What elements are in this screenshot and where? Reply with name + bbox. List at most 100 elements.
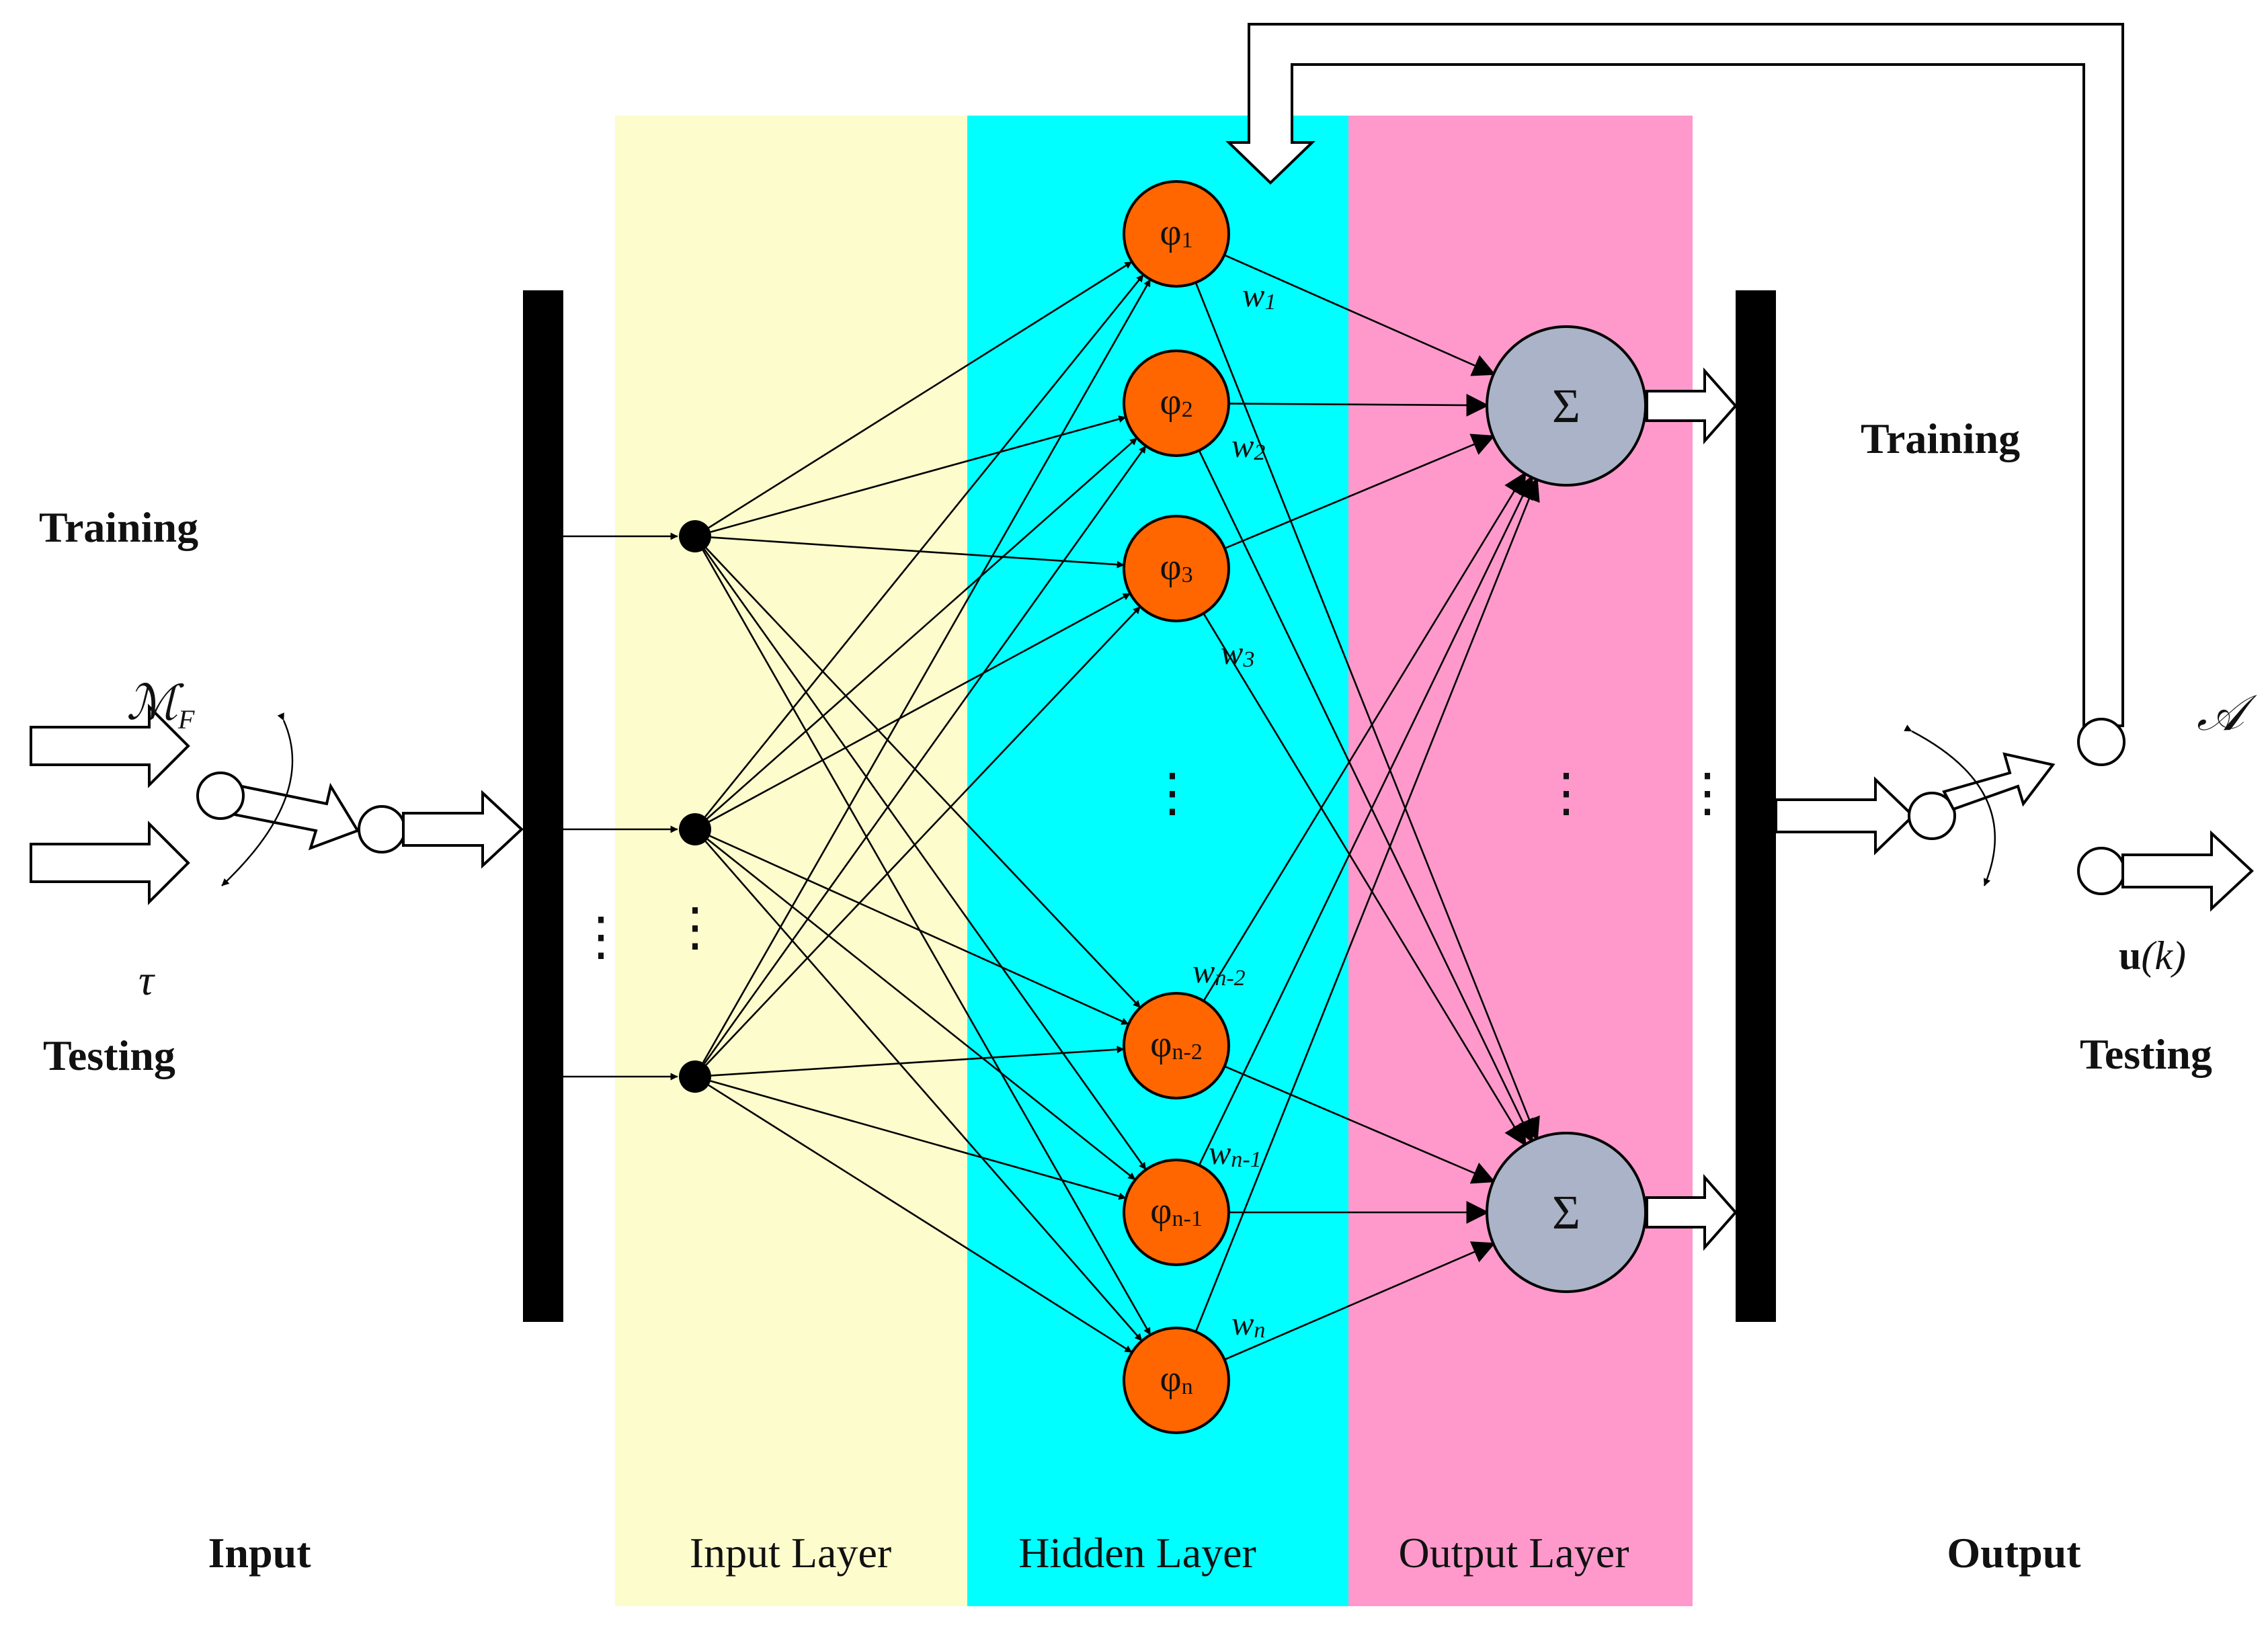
edge-hidden1-sum1 (1223, 254, 1496, 376)
edge-input2-hidden2 (706, 437, 1138, 820)
weight-label-5: wn-1 (1209, 1134, 1262, 1172)
section-label-output-layer: Output Layer (1399, 1529, 1629, 1577)
input-node-1 (679, 520, 711, 552)
output-bus-ellipsis: ⋮ (1681, 763, 1734, 822)
hidden-neuron-3: φ3 (1123, 515, 1230, 622)
edge-hidden5-sum1 (1198, 475, 1533, 1166)
edge-input1-hidden5 (703, 548, 1147, 1171)
sum-symbol-bottom: Σ (1552, 1185, 1580, 1239)
testing-output-arrow (2121, 830, 2254, 912)
output-switch-rotation-indicator (1904, 724, 1996, 886)
sum-symbol-top: Σ (1552, 379, 1580, 433)
hidden-neuron-label: φn (1160, 1358, 1192, 1400)
training-input-arrow (30, 704, 190, 788)
hidden-neuron-label: φn-1 (1150, 1190, 1203, 1232)
input-node-ellipsis: ⋮ (669, 898, 721, 956)
output-selector-switch[interactable] (1904, 724, 2056, 886)
weight-label-2: w2 (1231, 427, 1265, 465)
hidden-neuron-6: φn (1123, 1327, 1230, 1434)
training-output-terminal[interactable] (2077, 718, 2125, 766)
switch-pivot (196, 772, 245, 820)
output-symbol-a: 𝒜 (2197, 686, 2257, 741)
hidden-neuron-circle (1123, 349, 1230, 457)
hidden-neuron-circle (1123, 992, 1230, 1099)
edge-input3-hidden2 (703, 445, 1147, 1065)
input-training-label: Training (39, 503, 198, 551)
output-bus-bar (1736, 290, 1776, 1322)
section-label-hidden-layer: Hidden Layer (1018, 1529, 1256, 1577)
connection-edges (702, 254, 1540, 1361)
sum-bottom-to-bus-arrow (1646, 1173, 1738, 1251)
sum-neuron-bottom: Σ (1486, 1132, 1647, 1293)
edge-hidden6-sum2 (1224, 1241, 1496, 1361)
edge-input1-hidden4 (705, 547, 1141, 1009)
edge-hidden1-sum2 (1194, 282, 1540, 1141)
edge-hidden4-sum2 (1224, 1065, 1496, 1184)
sum-top-to-bus-arrow (1646, 367, 1738, 445)
edge-input2-hidden3 (708, 593, 1131, 823)
weight-label-4: wn-2 (1192, 952, 1246, 991)
weight-label-6: wn (1231, 1304, 1265, 1343)
edge-input1-hidden6 (702, 550, 1151, 1335)
edge-input3-hidden3 (705, 606, 1141, 1066)
edge-hidden2-sum1 (1228, 393, 1490, 417)
edge-input2-hidden5 (706, 838, 1136, 1181)
section-label-output: Output (1947, 1529, 2081, 1577)
edge-hidden3-sum1 (1224, 433, 1496, 550)
input-node-3 (679, 1060, 711, 1093)
hidden-neuron-1: φ1 (1123, 180, 1230, 288)
hidden-neuron-5: φn-1 (1123, 1159, 1230, 1266)
input-junction (358, 805, 406, 853)
hidden-neuron-label: φ3 (1160, 546, 1192, 588)
hidden-neuron-circle (1123, 1159, 1230, 1266)
input-symbol-tau: τ (138, 956, 155, 1004)
hidden-neuron-label: φ1 (1160, 212, 1192, 253)
input-node-2 (679, 813, 711, 845)
edge-hidden6-sum1 (1194, 477, 1540, 1333)
hidden-neuron-2: φ2 (1123, 349, 1230, 457)
hidden-neuron-circle (1123, 1327, 1230, 1434)
edge-input1-hidden3 (711, 536, 1125, 569)
input-bus-bar (523, 290, 563, 1322)
sum-ellipsis: ⋮ (1540, 763, 1592, 822)
edge-hidden4-sum1 (1203, 471, 1527, 1002)
weight-label-3: w3 (1221, 634, 1254, 672)
hidden-neuron-circle (1123, 180, 1230, 288)
hidden-neuron-label: φn-2 (1150, 1024, 1203, 1065)
hidden-neuron-label: φ2 (1160, 381, 1192, 423)
feedback-loop-arrow (1225, 23, 2124, 727)
output-symbol-u: u(k) (2119, 933, 2186, 978)
output-training-label: Training (1861, 415, 2020, 462)
hidden-neuron-4: φn-2 (1123, 992, 1230, 1099)
edge-input3-hidden6 (708, 1084, 1133, 1353)
edge-input1-hidden1 (708, 261, 1133, 529)
hidden-ellipsis: ⋮ (1146, 763, 1199, 822)
switch-rotation-indicator (221, 712, 294, 886)
weight-labels: w1 w2 w3 wn-2 wn-1 wn (1192, 276, 1276, 1343)
weight-label-1: w1 (1242, 276, 1276, 315)
bus-to-output-arrow (1775, 776, 1915, 856)
testing-input-arrow (30, 821, 190, 905)
output-testing-label: Testing (2080, 1030, 2212, 1078)
edge-input2-hidden6 (704, 841, 1143, 1342)
input-testing-label: Testing (43, 1032, 175, 1079)
output-switch-lever-arrow (1942, 752, 2056, 811)
section-label-input: Input (208, 1529, 312, 1577)
edge-input3-hidden4 (711, 1046, 1125, 1077)
sum-neuron-top: Σ (1486, 325, 1647, 487)
edge-hidden2-sum2 (1198, 450, 1533, 1143)
edge-input3-hidden1 (702, 279, 1151, 1063)
testing-output-terminal[interactable] (2077, 847, 2125, 895)
edge-input3-hidden5 (710, 1080, 1127, 1200)
edge-input2-hidden1 (704, 274, 1144, 818)
edge-hidden3-sum2 (1203, 613, 1527, 1147)
input-layer-band (615, 116, 967, 1606)
hidden-neurons: φ1 φ2 φ3 φn-2 φn-1 φn (1123, 180, 1230, 1434)
input-selector-switch[interactable] (196, 712, 360, 886)
bus-ellipsis: ⋮ (575, 907, 627, 966)
input-symbol-m: ℳF (126, 676, 195, 735)
edge-input1-hidden2 (710, 415, 1127, 533)
hidden-neuron-circle (1123, 515, 1230, 622)
input-to-bus-arrow (402, 790, 524, 869)
